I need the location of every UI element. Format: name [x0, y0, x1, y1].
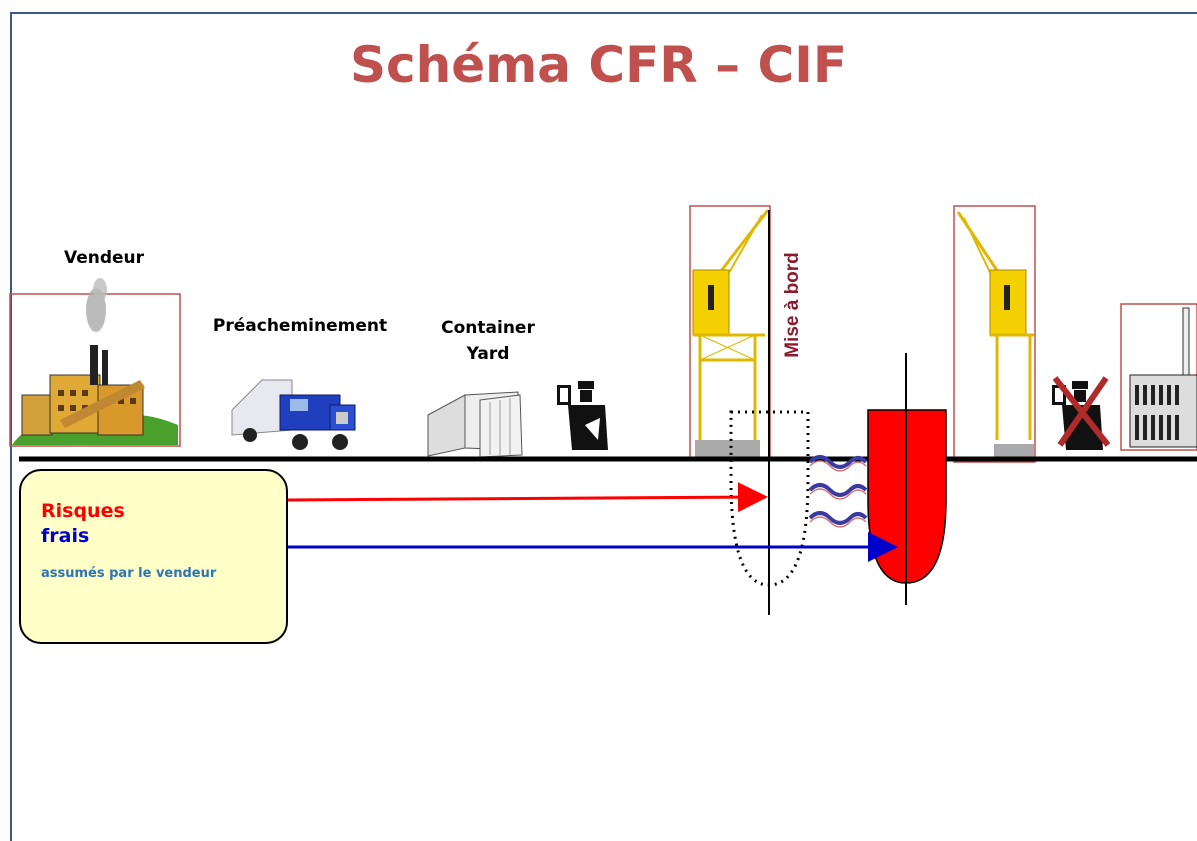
factory-icon — [9, 278, 181, 447]
container-icon — [427, 391, 523, 458]
crane-icon — [953, 205, 1036, 463]
truck-icon — [231, 379, 356, 450]
customs-officer-icon — [557, 381, 608, 450]
legend-box — [19, 469, 288, 644]
legend-assumes: assumés par le vendeur — [41, 566, 217, 581]
label-container: Container — [441, 318, 535, 338]
customs-officer-crossed-icon — [1052, 376, 1111, 450]
legend-risques: Risques — [41, 500, 125, 522]
risques-arrow — [287, 482, 768, 513]
label-yard: Yard — [466, 344, 510, 364]
label-vendeur: Vendeur — [63, 248, 145, 268]
crane-icon — [689, 205, 771, 459]
label-preacheminement: Préacheminement — [212, 316, 388, 336]
page-title: Schéma CFR – CIF — [349, 36, 848, 94]
slide-frame — [10, 12, 1197, 841]
waves-icon — [808, 455, 868, 525]
ship-outline-dotted — [729, 410, 810, 587]
destination-building-icon — [1120, 303, 1197, 451]
legend-frais: frais — [41, 525, 90, 547]
